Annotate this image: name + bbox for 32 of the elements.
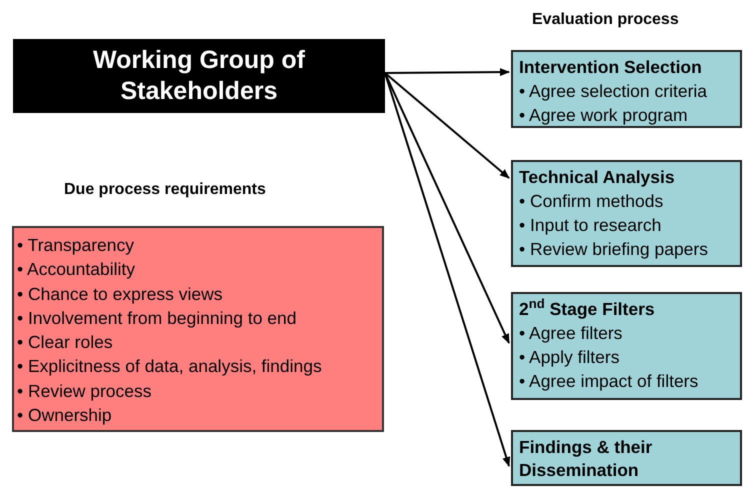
arrow — [385, 68, 510, 76]
bullet-item: • Ownership — [17, 404, 113, 428]
bullet-item: • Clear roles — [17, 331, 114, 354]
bullet-item: • Chance to express views — [17, 282, 224, 306]
bullet-item: • Agree impact of filters — [519, 370, 700, 393]
bullet-item: • Agree work program — [519, 104, 689, 127]
requirements-box — [12, 226, 384, 432]
bullet-item: • Review briefing papers — [519, 238, 709, 261]
section-heading: Evaluation process — [532, 10, 679, 30]
arrow — [384, 72, 510, 344]
bullet-item: • Agree filters — [519, 322, 624, 345]
bullet-item: • Confirm methods — [519, 190, 664, 213]
process-box — [511, 160, 742, 267]
bullet-item: • Apply filters — [519, 346, 620, 369]
process-box — [511, 50, 742, 128]
box-heading: Technical Analysis — [519, 166, 676, 189]
process-box — [511, 430, 742, 486]
box-heading: 2$^{nd}$ Stage Filters — [519, 298, 656, 321]
bullet-item: • Transparency — [17, 234, 136, 257]
section-heading: Due process requirements — [64, 180, 266, 200]
bullet-item: • Accountability — [17, 258, 136, 282]
bullet-item: • Review process — [17, 380, 153, 403]
box-heading: Intervention Selection — [519, 56, 703, 79]
box-heading: Findings & their Dissemination — [519, 436, 654, 482]
box-title: Working Group of Stakeholders — [92, 45, 306, 107]
process-box — [511, 292, 742, 400]
bullet-item: • Input to research — [519, 214, 662, 237]
bullet-item: • Involvement from beginning to end — [17, 306, 298, 330]
bullet-item: • Explicitness of data, analysis, findings — [17, 355, 323, 378]
bullet-item: • Agree selection criteria — [519, 80, 708, 103]
arrow — [384, 72, 510, 179]
title-box — [13, 39, 385, 113]
